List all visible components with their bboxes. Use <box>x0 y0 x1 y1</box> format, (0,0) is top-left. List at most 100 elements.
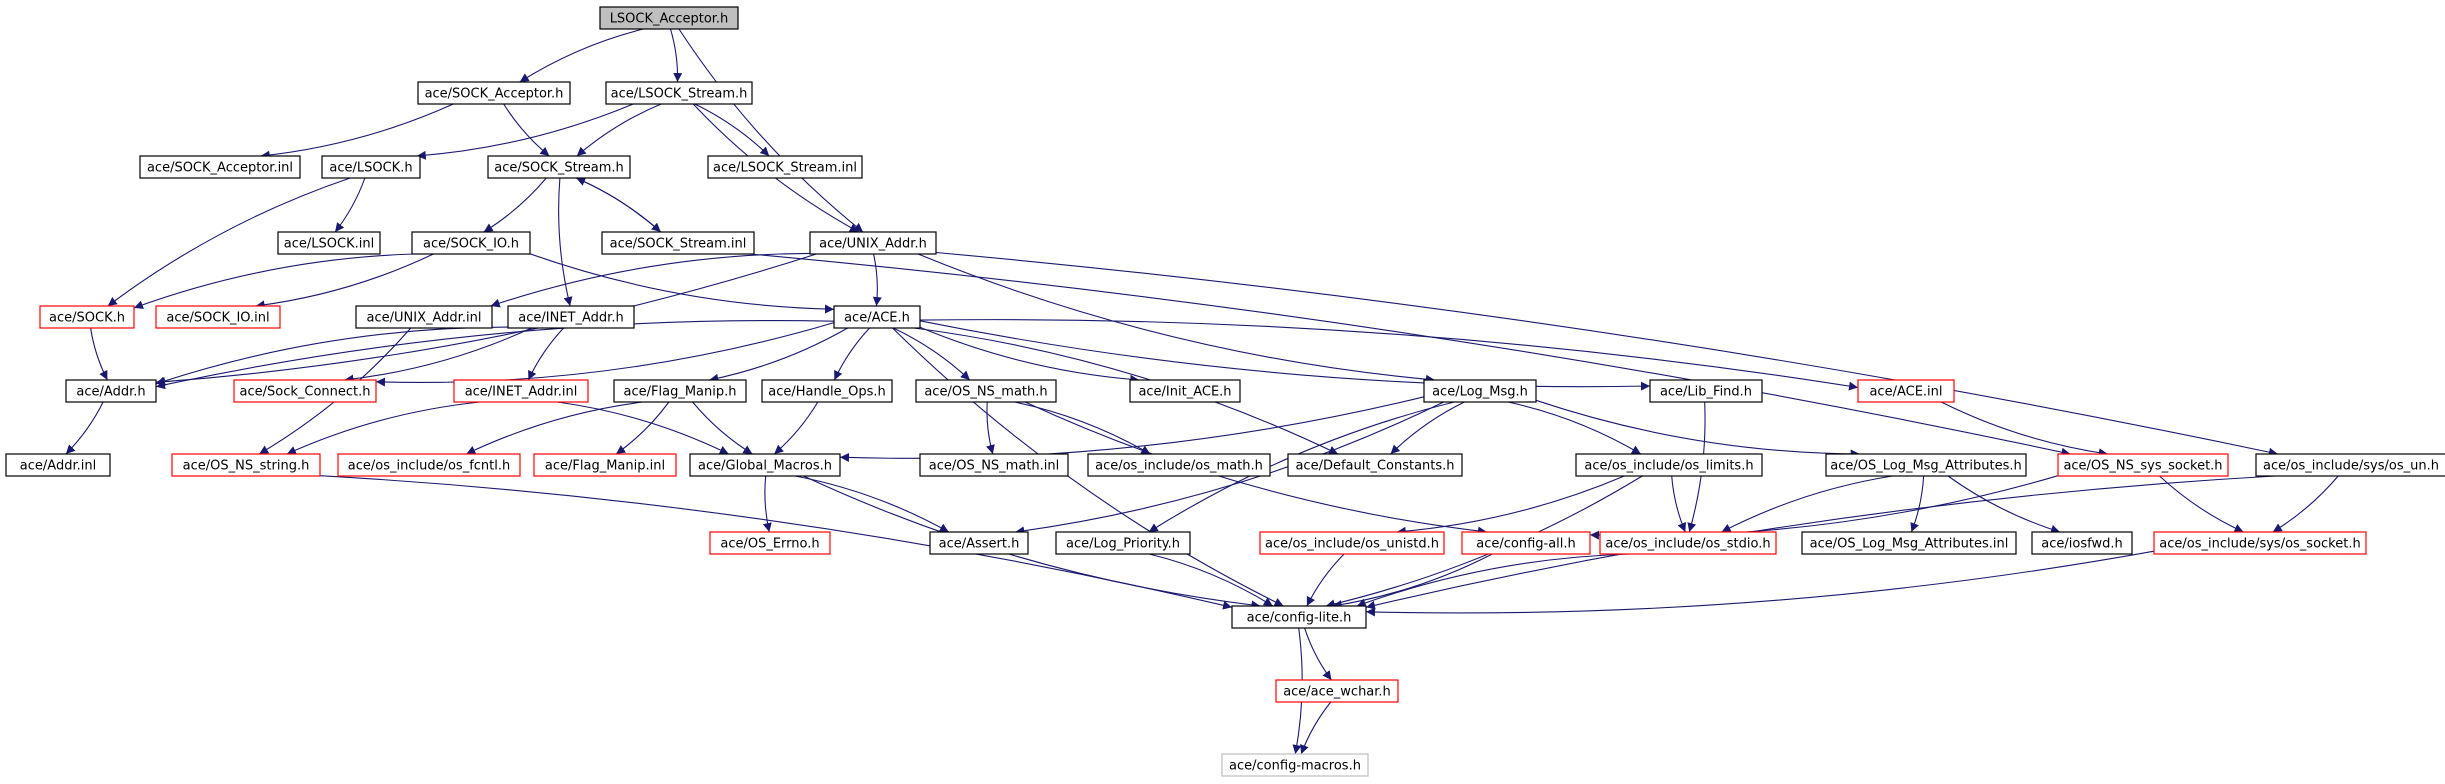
node-box <box>1649 379 1763 403</box>
node-sock-stream-inl[interactable]: ace/SOCK_Stream.inl <box>601 231 755 255</box>
node-handle-ops-h[interactable]: ace/Handle_Ops.h <box>761 379 893 403</box>
node-assert-h[interactable]: ace/Assert.h <box>929 531 1029 555</box>
edge-inet_addr_inl-to-os_ns_string_h <box>286 401 481 455</box>
node-os-log-msg-attributes-inl[interactable]: ace/OS_Log_Msg_Attributes.inl <box>1801 531 2017 555</box>
node-box <box>761 379 893 403</box>
edge-ace_h-to-lib_find_h <box>919 320 1651 391</box>
node-log-priority-h[interactable]: ace/Log_Priority.h <box>1055 531 1191 555</box>
node-os-stdio-h[interactable]: ace/os_include/os_stdio.h <box>1599 531 1777 555</box>
node-config-lite-h[interactable]: ace/config-lite.h <box>1231 605 1367 629</box>
node-unix-addr-h[interactable]: ace/UNIX_Addr.h <box>809 231 937 255</box>
node-os-errno-h[interactable]: ace/OS_Errno.h <box>709 531 831 555</box>
node-box <box>5 453 111 477</box>
node-box <box>833 305 921 329</box>
edge-unix_addr_h-to-addr_h <box>155 253 817 387</box>
node-lsock-h[interactable]: ace/LSOCK.h <box>321 155 421 179</box>
edge-config_all_h-to-config_lite_h <box>1332 553 1493 610</box>
edge-lsock_acceptor_h-to-unix_addr_h <box>678 28 864 233</box>
node-box <box>507 305 635 329</box>
node-inet-addr-h[interactable]: ace/INET_Addr.h <box>507 305 635 329</box>
node-flag-manip-h[interactable]: ace/Flag_Manip.h <box>613 379 747 403</box>
edge-unix_addr_h-to-sys_os_un_h <box>935 251 2278 457</box>
node-config-all-h[interactable]: ace/config-all.h <box>1461 531 1591 555</box>
node-box <box>1221 753 1369 777</box>
node-label: ace/LSOCK.inl <box>284 237 374 252</box>
node-sock-stream-h[interactable]: ace/SOCK_Stream.h <box>487 155 631 179</box>
node-label: ace/Log_Priority.h <box>1066 537 1180 552</box>
node-box <box>1857 379 1955 403</box>
edge-os_ns_math_h-to-config_all_h <box>1024 401 1487 536</box>
node-label: ace/SOCK_Stream.h <box>494 161 624 176</box>
node-box <box>533 453 677 477</box>
edge-log_msg_h-to-assert_h <box>1015 401 1444 536</box>
node-flag-manip-inl[interactable]: ace/Flag_Manip.inl <box>533 453 677 477</box>
edge-inet_addr_h-to-inet_addr_inl <box>527 327 565 381</box>
node-box <box>487 155 631 179</box>
node-box <box>155 305 281 329</box>
node-addr-h[interactable]: ace/Addr.h <box>65 379 157 403</box>
edge-sock_stream_h-to-sock_io_h <box>483 177 547 233</box>
edge-lsock_h-to-lsock_inl <box>334 177 366 233</box>
node-box <box>1801 531 2017 555</box>
node-iosfwd-h[interactable]: ace/iosfwd.h <box>2031 531 2133 555</box>
node-label: ace/os_include/os_limits.h <box>1584 459 1753 474</box>
node-lsock-acceptor-h[interactable]: LSOCK_Acceptor.h <box>599 6 739 30</box>
node-default-constants-h[interactable]: ace/Default_Constants.h <box>1287 453 1463 477</box>
node-os-ns-math-h[interactable]: ace/OS_NS_math.h <box>915 379 1057 403</box>
node-os-ns-string-h[interactable]: ace/OS_NS_string.h <box>171 453 321 477</box>
node-sock-acceptor-h[interactable]: ace/SOCK_Acceptor.h <box>417 81 571 105</box>
node-label: ace/LSOCK_Stream.inl <box>713 161 857 176</box>
node-ace-wchar-h[interactable]: ace/ace_wchar.h <box>1275 679 1399 703</box>
node-os-math-h[interactable]: ace/os_include/os_math.h <box>1087 453 1271 477</box>
node-box <box>709 531 831 555</box>
node-box <box>1275 679 1399 703</box>
node-label: ace/Sock_Connect.h <box>240 385 371 400</box>
edge-os_limits_h-to-os_unistd_h <box>1396 475 1625 536</box>
node-inet-addr-inl[interactable]: ace/INET_Addr.inl <box>453 379 589 403</box>
node-label: ace/Handle_Ops.h <box>768 385 885 400</box>
node-os-ns-sys-socket-h[interactable]: ace/OS_NS_sys_socket.h <box>2057 453 2229 477</box>
node-sock-acceptor-inl[interactable]: ace/SOCK_Acceptor.inl <box>139 155 301 179</box>
node-label: ace/Flag_Manip.inl <box>545 459 665 474</box>
edge-lsock_h-to-sock_h <box>107 177 351 307</box>
node-box <box>605 81 753 105</box>
node-global-macros-h[interactable]: ace/Global_Macros.h <box>689 453 841 477</box>
edge-inet_addr_inl-to-global_macros_h <box>557 401 729 455</box>
node-unix-addr-inl[interactable]: ace/UNIX_Addr.inl <box>355 305 493 329</box>
edge-os_ns_sys_socket_h-to-config_all_h <box>1589 475 2059 540</box>
node-addr-inl[interactable]: ace/Addr.inl <box>5 453 111 477</box>
node-lsock-stream-inl[interactable]: ace/LSOCK_Stream.inl <box>707 155 863 179</box>
node-sock-connect-h[interactable]: ace/Sock_Connect.h <box>233 379 377 403</box>
node-lsock-inl[interactable]: ace/LSOCK.inl <box>277 231 381 255</box>
node-os-unistd-h[interactable]: ace/os_include/os_unistd.h <box>1259 531 1445 555</box>
edge-sock_stream_inl-to-sock_stream_h <box>575 177 662 233</box>
node-label: ace/SOCK_Acceptor.h <box>425 87 564 102</box>
node-lib-find-h[interactable]: ace/Lib_Find.h <box>1649 379 1763 403</box>
edge-sock_stream_h-to-inet_addr_h <box>558 177 573 307</box>
node-lsock-stream-h[interactable]: ace/LSOCK_Stream.h <box>605 81 753 105</box>
node-os-ns-math-inl[interactable]: ace/OS_NS_math.inl <box>919 453 1069 477</box>
node-box <box>171 453 321 477</box>
node-label: ace/LSOCK_Stream.h <box>611 87 748 102</box>
node-os-limits-h[interactable]: ace/os_include/os_limits.h <box>1575 453 1763 477</box>
node-sock-io-h[interactable]: ace/SOCK_IO.h <box>411 231 531 255</box>
node-sock-h[interactable]: ace/SOCK.h <box>39 305 135 329</box>
node-os-fcntl-h[interactable]: ace/os_include/os_fcntl.h <box>337 453 521 477</box>
node-init-ace-h[interactable]: ace/Init_ACE.h <box>1129 379 1241 403</box>
edge-unix_addr_h-to-unix_addr_inl <box>490 252 811 308</box>
node-label: ace/ace_wchar.h <box>1283 685 1391 700</box>
node-os-log-msg-attributes-h[interactable]: ace/OS_Log_Msg_Attributes.h <box>1825 453 2027 477</box>
node-config-macros-h[interactable]: ace/config-macros.h <box>1221 753 1369 777</box>
node-label: ace/OS_NS_string.h <box>183 459 310 474</box>
edge-os_limits_h-to-os_stdio_h <box>1671 475 1686 533</box>
node-sys-os-socket-h[interactable]: ace/os_include/sys/os_socket.h <box>2153 531 2367 555</box>
node-sock-io-inl[interactable]: ace/SOCK_IO.inl <box>155 305 281 329</box>
node-ace-h[interactable]: ace/ACE.h <box>833 305 921 329</box>
node-ace-inl[interactable]: ace/ACE.inl <box>1857 379 1955 403</box>
node-label: ace/LSOCK.h <box>329 161 412 176</box>
node-log-msg-h[interactable]: ace/Log_Msg.h <box>1423 379 1537 403</box>
node-sys-os-un-h[interactable]: ace/os_include/sys/os_un.h <box>2255 453 2445 477</box>
node-box <box>2057 453 2229 477</box>
node-box <box>411 231 531 255</box>
